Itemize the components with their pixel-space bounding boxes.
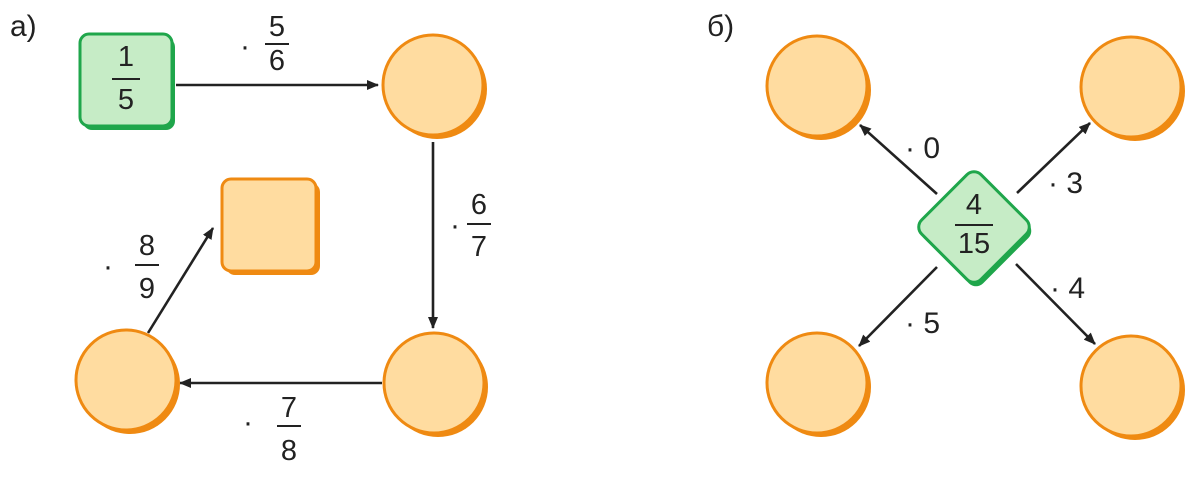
edge-a1-dot: · [240,30,250,63]
arrow-b-top-right [1016,122,1091,194]
edge-a4-numerator: 8 [139,230,155,262]
circle-node-b-top-right [1079,35,1185,141]
edge-a2-dot: · [450,209,460,242]
arrow-b-bottom-left [858,266,938,347]
edge-a3-dot: · [243,406,253,439]
edge-label-a4: · 8 9 [103,230,159,305]
edge-b-bottom-right-label: · 4 [1050,272,1085,305]
edge-a3-numerator: 7 [281,392,297,424]
circle-node-a-bottom-right [382,331,488,437]
edge-label-a3: · 7 8 [243,392,301,467]
arrow-b-top-left [859,124,938,195]
edge-b-top-left-label: · 0 [905,132,940,165]
center-numerator: 4 [966,189,982,221]
edge-a1-numerator: 5 [269,11,285,43]
edge-a1-denominator: 6 [269,45,285,77]
arrow-a4 [146,227,215,334]
center-diamond-node: 4 15 [917,170,1032,287]
edge-a4-dot: · [103,250,113,283]
circle-node-b-bottom-left [765,331,871,437]
part-b-label: б) [707,10,734,43]
start-denominator: 5 [118,84,134,116]
circle-node-a-top-right [381,33,487,139]
start-square-node: 1 5 [78,32,175,130]
result-square-node [220,177,320,275]
edge-a2-denominator: 7 [471,231,487,263]
edge-label-a2: · 6 7 [450,189,491,263]
circle-node-b-bottom-right [1079,334,1185,440]
edge-a2-numerator: 6 [471,189,487,221]
center-denominator: 15 [958,228,990,260]
part-a-label: а) [10,10,37,43]
edge-a4-denominator: 9 [139,273,155,305]
edge-a3-denominator: 8 [281,435,297,467]
arrow-b-bottom-right [1015,263,1096,345]
start-numerator: 1 [118,41,134,73]
circle-node-b-top-left [765,34,871,140]
edge-b-bottom-left-label: · 5 [905,307,940,340]
edge-label-a1: · 5 6 [240,11,289,77]
edge-b-top-right-label: · 3 [1048,167,1083,200]
circle-node-a-bottom-left [74,328,180,434]
